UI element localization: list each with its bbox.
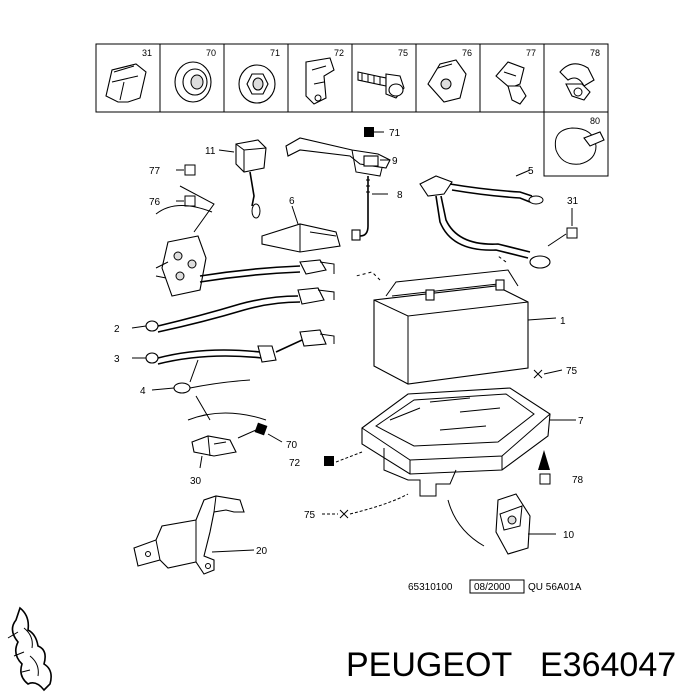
header-label-70: 70 (206, 48, 216, 58)
diagram-reference: 65310100 08/2000 QU 56A01A (408, 579, 582, 594)
part-10-bracket (447, 493, 556, 555)
header-label-77: 77 (526, 48, 536, 58)
clip-78-thumbnail (559, 63, 595, 101)
marker-70 (254, 422, 283, 443)
part-30-bracket (191, 429, 257, 469)
part-4-ground-strap (173, 359, 251, 421)
terminal-block (155, 235, 207, 297)
marker-78 (538, 450, 551, 485)
marker-77 (176, 164, 196, 176)
part-7-battery-tray (361, 387, 576, 497)
part-1-battery (355, 255, 557, 385)
header-labels: 31 70 71 72 75 76 77 78 80 (142, 48, 600, 126)
part-number: E364047 (540, 646, 676, 684)
bracket-76-thumbnail (427, 59, 467, 103)
callout-72: 72 (289, 458, 301, 469)
marker-76 (176, 195, 196, 207)
leader-lines (131, 131, 384, 391)
callout-75b: 75 (304, 510, 316, 521)
break-line (187, 412, 267, 421)
part-31-marker (547, 208, 578, 247)
fastener-marker-75b (322, 493, 409, 519)
part-11-connector (218, 139, 267, 219)
callout-2: 2 (114, 324, 120, 335)
callout-1: 1 (560, 316, 566, 327)
peugeot-lion-logo (7, 606, 52, 692)
callout-3: 3 (114, 354, 120, 365)
bolt-75-thumbnail (357, 71, 405, 99)
header-label-75: 75 (398, 48, 408, 58)
header-label-31: 31 (142, 48, 152, 58)
reference-number: 65310100 (408, 582, 453, 593)
reference-date-box (469, 579, 525, 594)
part-2-cable (145, 287, 335, 333)
callout-7: 7 (578, 416, 584, 427)
clip-77-thumbnail (495, 61, 527, 105)
grommet-70-thumbnail (174, 61, 212, 103)
callout-71: 71 (389, 128, 401, 139)
callout-20: 20 (256, 546, 268, 557)
part-3-cable (145, 329, 335, 365)
callout-9: 9 (392, 156, 398, 167)
reference-code: QU 56A01A (528, 582, 582, 593)
part-9-clamp-bar (285, 137, 391, 177)
marker-71 (364, 127, 374, 137)
header-label-76: 76 (462, 48, 472, 58)
fastener-marker-75a (533, 369, 563, 379)
grommet-71-thumbnail (238, 64, 276, 104)
clamp-72-thumbnail (305, 57, 335, 105)
reference-date: 08/2000 (474, 582, 511, 593)
part-20-support-bracket (133, 495, 255, 575)
harness-cables (179, 185, 335, 283)
clip-31-thumbnail (105, 63, 147, 103)
marker-72 (324, 451, 363, 466)
callout-6: 6 (289, 196, 295, 207)
callout-11: 11 (205, 146, 216, 157)
callout-30: 30 (190, 476, 202, 487)
header-label-71: 71 (270, 48, 280, 58)
callout-78: 78 (572, 475, 584, 486)
callout-labels: 1 2 3 4 5 6 7 8 9 10 11 20 30 31 70 71 7… (114, 128, 584, 557)
parts-header-strip (95, 43, 609, 113)
callout-77: 77 (149, 166, 161, 177)
brand-name: PEUGEOT (346, 646, 512, 684)
header-label-80: 80 (590, 116, 600, 126)
cable-tie-80-box (543, 111, 609, 177)
callout-4: 4 (140, 386, 146, 397)
callout-75a: 75 (566, 366, 578, 377)
callout-10: 10 (563, 530, 575, 541)
callout-5: 5 (528, 166, 534, 177)
header-label-78: 78 (590, 48, 600, 58)
part-5-positive-cable (419, 169, 551, 269)
callout-31: 31 (567, 196, 579, 207)
header-label-72: 72 (334, 48, 344, 58)
callout-8: 8 (397, 190, 403, 201)
callout-76: 76 (149, 197, 161, 208)
callout-70: 70 (286, 440, 298, 451)
part-6-holder (261, 205, 361, 253)
break-line-top (155, 205, 213, 215)
part-8-j-bolt (355, 176, 388, 237)
